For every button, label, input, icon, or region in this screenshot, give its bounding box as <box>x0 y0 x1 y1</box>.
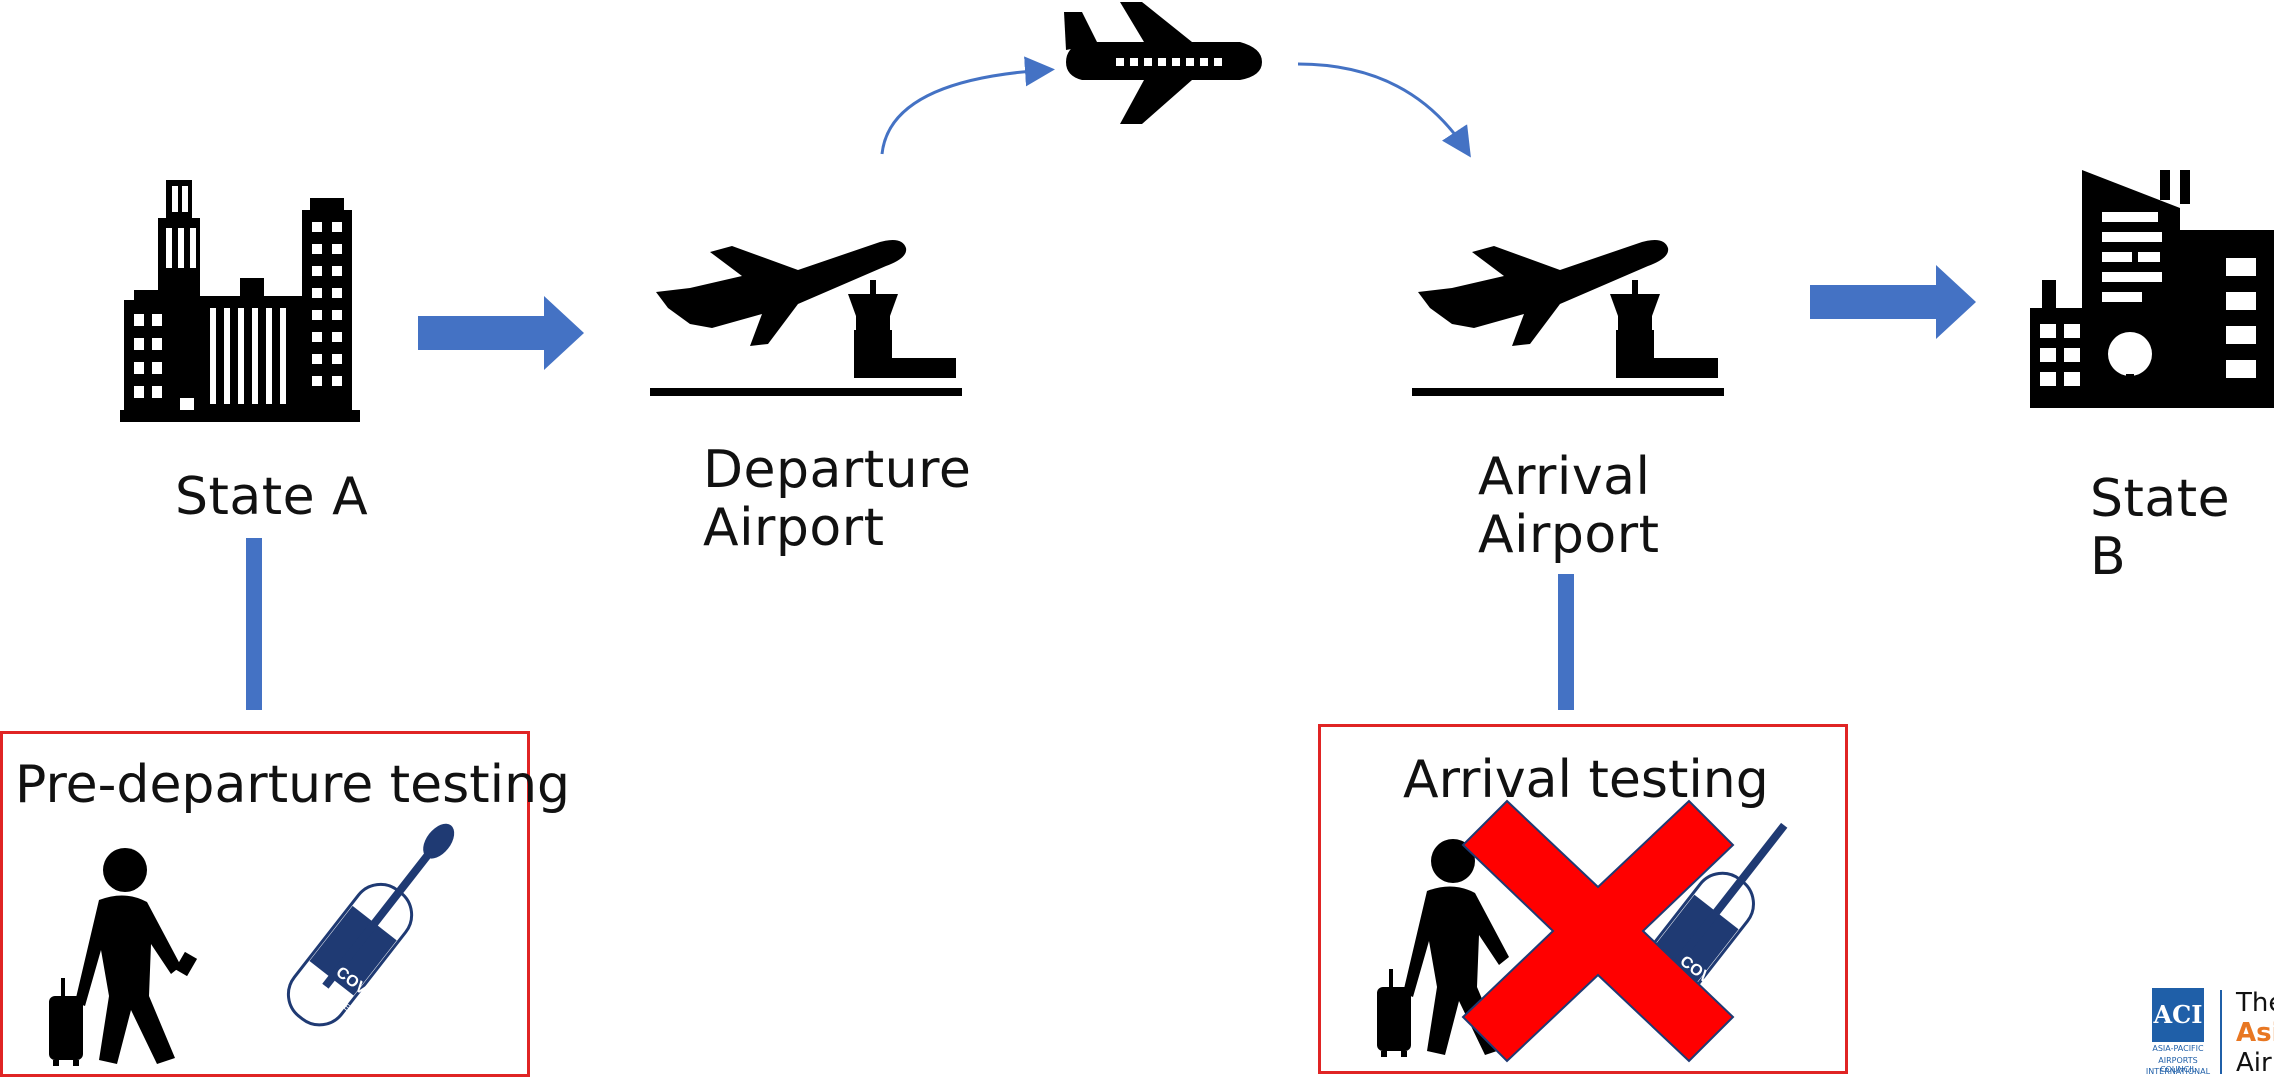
aci-logo-text-line3: Airp <box>2236 1048 2274 1077</box>
arrival-testing-title: Arrival testing <box>1403 750 1769 810</box>
departure-airport-label-line2: Airport <box>703 498 885 558</box>
aci-logo: ACI ASIA-PACIFIC AIRPORTS COUNCIL INTERN… <box>2140 984 2274 1077</box>
airplane-icon <box>1064 2 1262 124</box>
aci-logo-sub1: ASIA-PACIFIC <box>2152 1044 2204 1053</box>
arrival-testing-box: Arrival testing COVID-19 NEGATIVE <box>1318 724 1848 1074</box>
state-b-label: State B <box>2090 469 2231 587</box>
traveler-icon <box>49 848 198 1066</box>
city-buildings-icon <box>120 180 360 422</box>
aci-logo-badge: ACI <box>2152 988 2204 1042</box>
arrival-airport-label-line1: Arrival <box>1478 447 1651 507</box>
right-arrow-icon <box>418 296 584 370</box>
arrival-plane-tower-icon <box>1412 240 1724 396</box>
aci-logo-divider <box>2220 990 2222 1074</box>
aci-logo-sub3: INTERNATIONAL <box>2145 1067 2211 1076</box>
aci-logo-text-line2: Asi <box>2236 1018 2274 1048</box>
connector-line <box>246 538 262 710</box>
aci-logo-sub2: AIRPORTS COUNCIL <box>2158 1056 2198 1074</box>
pre-departure-testing-title: Pre-departure testing <box>15 755 571 815</box>
office-building-icon <box>2030 170 2274 408</box>
flight-path-arrows <box>880 56 1471 158</box>
pre-departure-testing-box: Pre-departure testing COVID-19 POSITIVE … <box>0 731 570 1077</box>
connector-line <box>1558 574 1574 710</box>
arrival-airport-label-line2: Airport <box>1478 505 1660 565</box>
red-cross-icon <box>1461 799 1735 1063</box>
covid-test-kit-icon: COVID-19 POSITIVE NEGATIVE <box>286 823 455 1043</box>
state-a-label: State A <box>175 467 369 527</box>
departure-airport-label-line1: Departure <box>703 440 972 500</box>
right-arrow-icon <box>1810 265 1976 339</box>
aci-logo-text-line1: The <box>2236 988 2274 1018</box>
departure-plane-tower-icon <box>650 240 962 396</box>
